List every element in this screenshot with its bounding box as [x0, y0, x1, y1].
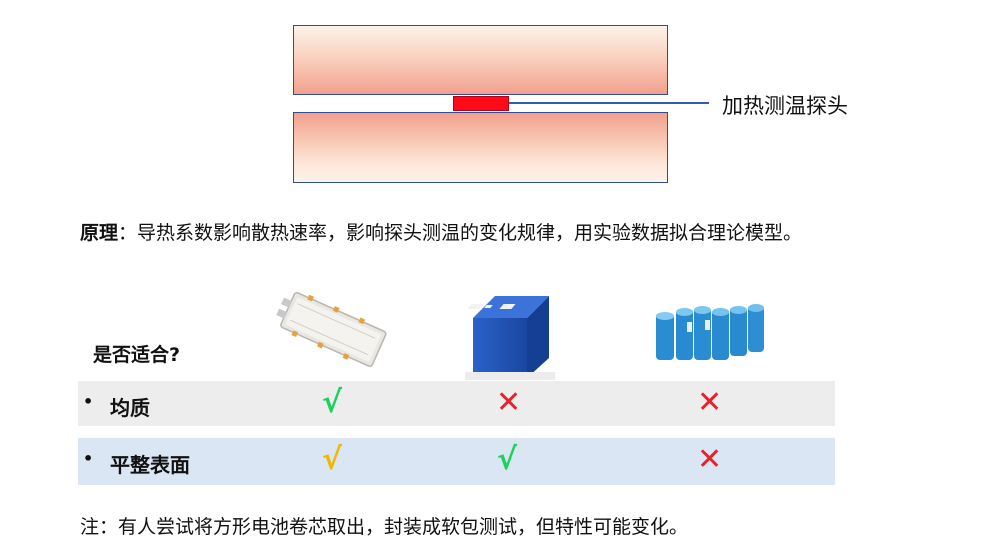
row-bullet: •	[83, 392, 94, 411]
principle-body: 导热系数影响散热速率，影响探头测温的变化规律，用实验数据拟合理论模型。	[137, 222, 803, 244]
partial-check-mark-icon: √	[322, 442, 343, 477]
check-mark-icon: √	[497, 442, 518, 477]
principle-separator: ：	[118, 222, 138, 244]
row-bullet: •	[83, 449, 94, 468]
suitability-question: 是否适合?	[93, 344, 181, 366]
cylindrical-cells-image	[640, 300, 772, 364]
cross-mark-icon: ✕	[697, 385, 723, 420]
table-row: • 平整表面 √ √ ✕	[78, 438, 835, 485]
probe-leader-line	[509, 102, 709, 104]
cross-mark-icon: ✕	[496, 385, 522, 420]
upper-sample-plate	[293, 25, 668, 95]
probe-label: 加热测温探头	[722, 94, 848, 118]
principle-label: 原理	[80, 222, 119, 244]
pouch-cell-image	[276, 292, 387, 367]
lower-sample-plate	[293, 112, 668, 183]
footnote: 注：有人尝试将方形电池卷芯取出，封装成软包测试，但特性可能变化。	[80, 516, 689, 538]
principle-text: 原理：导热系数影响散热速率，影响探头测温的变化规律，用实验数据拟合理论模型。	[80, 218, 802, 245]
heating-probe	[453, 96, 509, 111]
prismatic-cell-image	[465, 296, 555, 380]
table-row: • 均质 √ ✕ ✕	[78, 381, 835, 426]
row-label-flat-surface: 平整表面	[110, 453, 190, 477]
check-mark-icon: √	[322, 385, 343, 420]
row-label-homogeneous: 均质	[110, 396, 150, 420]
cross-mark-icon: ✕	[697, 442, 723, 477]
